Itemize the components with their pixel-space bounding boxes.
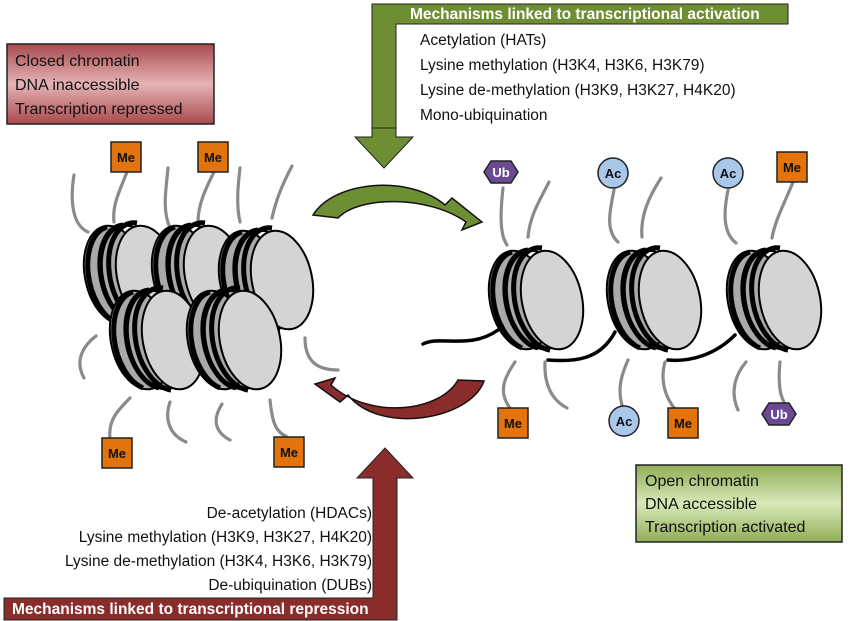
- svg-text:Me: Me: [204, 150, 222, 165]
- ac-mark: Ac: [608, 405, 640, 437]
- closed-chromatin-line: Closed chromatin: [15, 53, 140, 70]
- me-mark: Me: [667, 407, 699, 439]
- svg-text:Me: Me: [280, 445, 298, 460]
- svg-text:Ub: Ub: [770, 407, 787, 422]
- svg-text:Me: Me: [108, 446, 126, 461]
- activation-item: Mono-ubiquination: [420, 107, 548, 124]
- me-mark: Me: [101, 437, 133, 469]
- activation-header: Mechanisms linked to transcriptional act…: [410, 6, 760, 23]
- open-chromatin-box: Open chromatin DNA accessible Transcript…: [635, 464, 843, 543]
- svg-text:Ac: Ac: [605, 166, 622, 181]
- svg-text:Ub: Ub: [492, 165, 509, 180]
- repression-curved-arrow: [313, 376, 486, 420]
- repression-item: De-acetylation (HDACs): [207, 505, 372, 522]
- svg-text:Ac: Ac: [720, 166, 737, 181]
- svg-text:Ac: Ac: [616, 414, 633, 429]
- repression-item: Lysine de-methylation (H3K4, H3K6, H3K79…: [65, 553, 372, 570]
- me-mark: Me: [273, 436, 305, 468]
- activation-item: Acetylation (HATs): [420, 32, 546, 49]
- closed-chromatin-nucleosomes: [70, 164, 340, 444]
- me-mark: Me: [110, 141, 142, 173]
- dna-inaccessible-line: DNA inaccessible: [15, 77, 140, 94]
- me-mark: Me: [197, 141, 229, 173]
- me-mark: Me: [497, 407, 529, 439]
- ac-mark: Ac: [712, 157, 744, 189]
- repression-item: Lysine methylation (H3K9, H3K27, H4K20): [79, 529, 372, 546]
- svg-text:Me: Me: [117, 150, 135, 165]
- svg-text:Me: Me: [783, 160, 801, 175]
- repression-item: De-ubiquination (DUBs): [208, 577, 372, 594]
- ac-mark: Ac: [597, 157, 629, 189]
- open-chromatin-line: Open chromatin: [645, 473, 759, 490]
- svg-text:Me: Me: [674, 416, 692, 431]
- ub-mark: Ub: [761, 402, 797, 426]
- svg-text:Me: Me: [504, 416, 522, 431]
- transcription-activated-line: Transcription activated: [645, 519, 805, 536]
- dna-accessible-line: DNA accessible: [645, 496, 757, 513]
- activation-item: Lysine methylation (H3K4, H3K6, H3K79): [420, 57, 705, 74]
- activation-mechanisms-panel: Mechanisms linked to transcriptional act…: [353, 3, 789, 169]
- me-mark: Me: [776, 151, 808, 183]
- activation-curved-arrow: [311, 184, 484, 232]
- activation-item: Lysine de-methylation (H3K9, H3K27, H4K2…: [420, 82, 736, 99]
- repression-header: Mechanisms linked to transcriptional rep…: [12, 601, 369, 618]
- repression-mechanisms-panel: Mechanisms linked to transcriptional rep…: [3, 447, 415, 621]
- closed-chromatin-box: Closed chromatin DNA inaccessible Transc…: [6, 43, 215, 125]
- ub-mark: Ub: [483, 160, 519, 184]
- open-chromatin-nucleosomes: [421, 176, 830, 412]
- transcription-repressed-line: Transcription repressed: [15, 101, 182, 118]
- activation-down-arrow: [353, 127, 415, 169]
- repression-up-arrow: [3, 447, 415, 621]
